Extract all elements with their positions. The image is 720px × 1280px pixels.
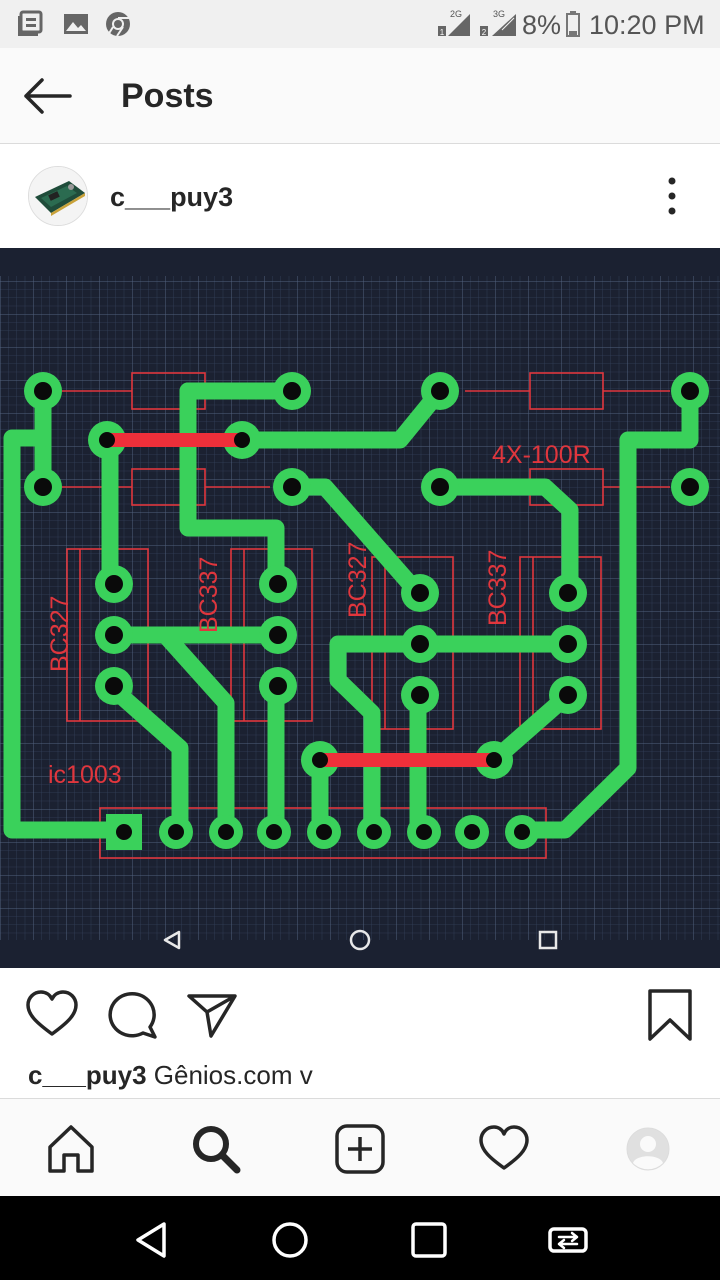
- jumpers: [100, 433, 501, 767]
- label-bc327-right: BC327: [344, 542, 372, 618]
- more-vertical-icon: [668, 177, 676, 215]
- signal-icon: 1: [438, 14, 470, 37]
- bottom-nav: [0, 1098, 720, 1196]
- more-options-button[interactable]: [652, 173, 692, 219]
- recents-icon: [411, 1222, 447, 1258]
- add-icon: [335, 1124, 385, 1174]
- system-nav-bar: [0, 1196, 720, 1280]
- network-3g-label: 3G: [493, 9, 506, 19]
- back-button[interactable]: [20, 74, 76, 118]
- avatar[interactable]: [28, 166, 88, 226]
- recents-square-icon: [538, 930, 558, 950]
- label-resistors: 4X-100R: [492, 441, 591, 469]
- post-username[interactable]: c___puy3: [110, 182, 234, 212]
- post-caption: c___puy3 Gênios.com v: [28, 1060, 313, 1091]
- avatar-image: [29, 167, 87, 225]
- post-image[interactable]: BC327 BC337 BC327 BC337 4X-100R ic1003: [0, 248, 720, 968]
- save-button[interactable]: [643, 988, 697, 1042]
- svg-text:2: 2: [482, 28, 487, 37]
- chrome-icon: [106, 12, 130, 37]
- share-button[interactable]: [185, 988, 239, 1042]
- caption-username[interactable]: c___puy3: [28, 1060, 147, 1090]
- back-icon: [136, 1222, 166, 1258]
- profile-icon: [626, 1127, 670, 1171]
- label-ic: ic1003: [48, 761, 122, 789]
- search-icon: [193, 1126, 241, 1174]
- comment-button[interactable]: [105, 988, 159, 1042]
- back-triangle-icon: [163, 930, 181, 950]
- post-header: c___puy3: [0, 145, 720, 248]
- pcb-layout-image: BC327 BC337 BC327 BC337 4X-100R ic1003: [0, 248, 720, 968]
- comment-icon: [108, 992, 157, 1039]
- post-actions: [0, 968, 720, 1058]
- home-icon: [272, 1222, 308, 1258]
- bookmark-icon: [648, 989, 692, 1041]
- caption-text: Gênios.com v: [146, 1060, 313, 1090]
- battery-icon: [566, 11, 580, 37]
- svg-text:1: 1: [440, 28, 445, 37]
- home-circle-icon: [349, 929, 371, 951]
- network-2g-label: 2G: [450, 9, 463, 19]
- nav-search[interactable]: [190, 1123, 242, 1175]
- label-bc337-left: BC337: [195, 557, 223, 633]
- signal-icon-2: 2: [480, 14, 516, 37]
- clock: 10:20 PM: [589, 10, 705, 40]
- label-bc337-right: BC337: [484, 550, 512, 626]
- system-home-button[interactable]: [268, 1218, 312, 1262]
- nav-activity[interactable]: [478, 1123, 530, 1175]
- heart-icon: [26, 990, 78, 1036]
- status-bar: 2G 1 3G 2 8% 10:20 PM: [0, 0, 720, 48]
- nav-add[interactable]: [334, 1123, 386, 1175]
- drill-holes: [34, 382, 699, 840]
- page-title: Posts: [121, 77, 214, 115]
- gallery-app-icon: [18, 10, 43, 36]
- app-header: Posts: [0, 48, 720, 144]
- activity-heart-icon: [479, 1125, 529, 1170]
- label-bc327-left: BC327: [46, 596, 74, 672]
- home-icon: [48, 1125, 94, 1173]
- image-icon: [64, 14, 88, 34]
- nav-profile[interactable]: [622, 1123, 674, 1175]
- nav-home[interactable]: [45, 1123, 97, 1175]
- system-back-button[interactable]: [130, 1218, 174, 1262]
- battery-percent: 8%: [522, 10, 562, 40]
- share-icon: [187, 994, 237, 1038]
- like-button[interactable]: [25, 988, 79, 1042]
- system-recents-button[interactable]: [407, 1218, 451, 1262]
- system-switch-app-button[interactable]: [546, 1218, 590, 1262]
- back-arrow-icon: [24, 78, 72, 114]
- switch-app-icon: [548, 1227, 588, 1253]
